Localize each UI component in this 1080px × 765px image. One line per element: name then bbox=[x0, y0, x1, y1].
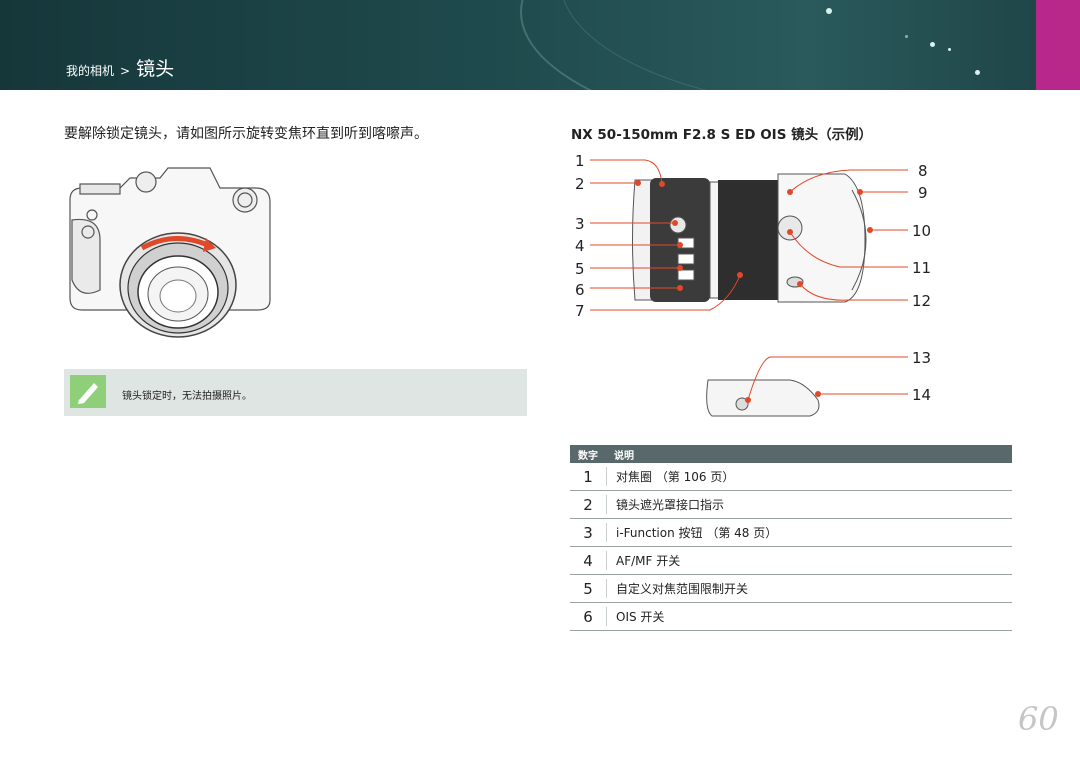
header-num: 数字 bbox=[578, 450, 598, 462]
table-row: 4 AF/MF 开关 bbox=[570, 547, 1012, 575]
row-num: 5 bbox=[583, 579, 593, 598]
callout-12: 12 bbox=[912, 292, 932, 310]
intro-text: 要解除锁定镜头，请如图所示旋转变焦环直到听到喀嚓声。 bbox=[64, 126, 428, 142]
row-num: 6 bbox=[583, 607, 593, 626]
table-row: 3 i-Function 按钮 （第 48 页） bbox=[570, 519, 1012, 547]
camera-illustration bbox=[69, 167, 271, 338]
row-num: 3 bbox=[583, 523, 593, 542]
callout-10: 10 bbox=[912, 222, 932, 240]
row-desc: AF/MF 开关 bbox=[616, 554, 681, 568]
row-desc: 对焦圈 （第 106 页） bbox=[616, 470, 735, 484]
callout-1: 1 bbox=[575, 152, 585, 170]
callout-lines bbox=[590, 159, 908, 401]
table-row: 6 OIS 开关 bbox=[570, 603, 1012, 631]
callout-14: 14 bbox=[912, 386, 932, 404]
pencil-note-icon bbox=[70, 375, 106, 408]
callout-2: 2 bbox=[575, 175, 585, 193]
sparkle-icon bbox=[948, 48, 951, 51]
sparkle-icon bbox=[930, 42, 935, 47]
chapter-color-tab bbox=[1036, 0, 1080, 90]
breadcrumb-current: 镜头 bbox=[136, 58, 175, 80]
row-desc: 自定义对焦范围限制开关 bbox=[616, 582, 749, 596]
row-desc: 镜头遮光罩接口指示 bbox=[616, 498, 725, 512]
table-row: 2 镜头遮光罩接口指示 bbox=[570, 491, 1012, 519]
callout-9: 9 bbox=[918, 184, 928, 202]
section-title: NX 50-150mm F2.8 S ED OIS 镜头（示例） bbox=[571, 127, 873, 143]
sparkle-icon bbox=[826, 8, 832, 14]
lens-hood bbox=[706, 379, 820, 417]
page-number: 60 bbox=[1018, 700, 1059, 738]
callout-3: 3 bbox=[575, 215, 585, 233]
table-header: 数字 说明 bbox=[570, 445, 1012, 463]
callout-11: 11 bbox=[912, 259, 932, 277]
sparkle-icon bbox=[975, 70, 980, 75]
note-box: 镜头锁定时，无法拍摄照片。 bbox=[64, 369, 527, 416]
row-desc: i-Function 按钮 （第 48 页） bbox=[616, 526, 778, 540]
row-num: 4 bbox=[583, 551, 593, 570]
header-desc: 说明 bbox=[614, 450, 634, 462]
row-desc: OIS 开关 bbox=[616, 610, 665, 624]
callout-8: 8 bbox=[918, 162, 928, 180]
callout-13: 13 bbox=[912, 349, 932, 367]
callout-7: 7 bbox=[575, 302, 585, 320]
parts-table: 数字 说明 1 对焦圈 （第 106 页） 2 镜头遮光罩接口指示 3 i-Fu… bbox=[570, 445, 1012, 631]
table-row: 5 自定义对焦范围限制开关 bbox=[570, 575, 1012, 603]
lens-illustration bbox=[590, 159, 908, 417]
callout-6: 6 bbox=[575, 281, 585, 299]
breadcrumb: 我的相机 > 镜头 bbox=[66, 54, 174, 81]
sparkle-icon bbox=[905, 35, 908, 38]
callout-4: 4 bbox=[575, 237, 585, 255]
table-row: 1 对焦圈 （第 106 页） bbox=[570, 463, 1012, 491]
breadcrumb-separator: > bbox=[120, 64, 131, 78]
chapter-header: 我的相机 > 镜头 bbox=[0, 0, 1080, 90]
row-num: 1 bbox=[583, 467, 593, 486]
breadcrumb-parent[interactable]: 我的相机 bbox=[66, 64, 115, 78]
note-text: 镜头锁定时，无法拍摄照片。 bbox=[122, 391, 252, 402]
row-num: 2 bbox=[583, 495, 593, 514]
lens-body bbox=[632, 173, 867, 303]
callout-5: 5 bbox=[575, 260, 585, 278]
callout-dots bbox=[635, 180, 873, 403]
